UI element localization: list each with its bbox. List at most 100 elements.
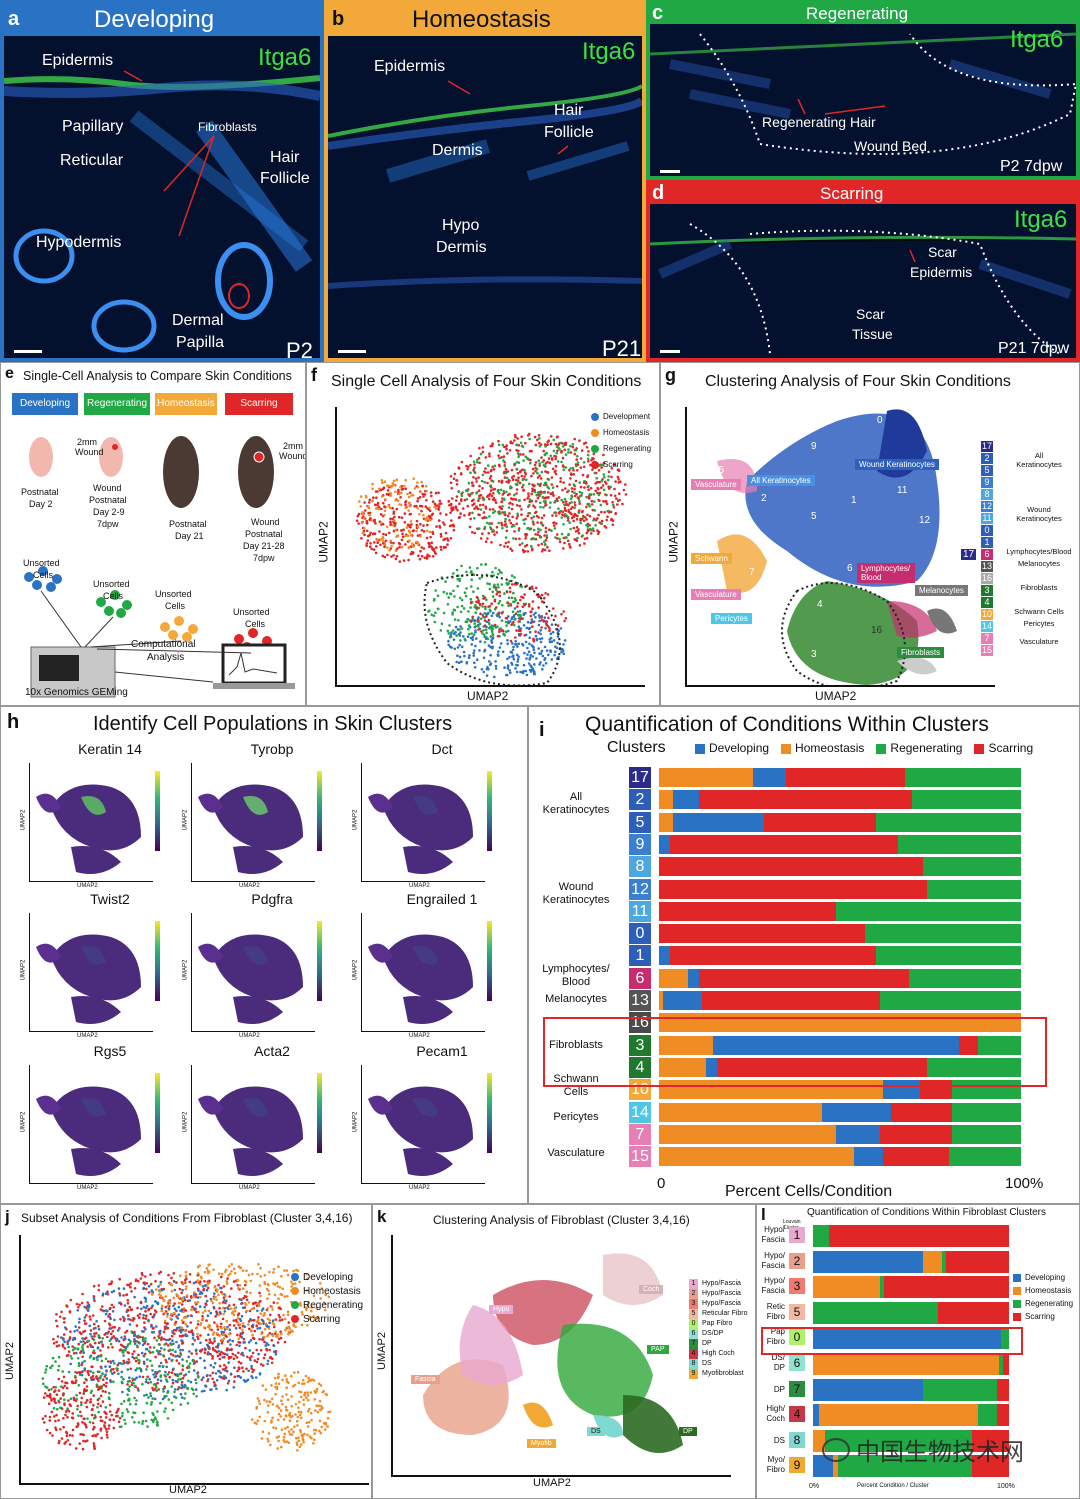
bar-segment-homeostasis bbox=[659, 790, 674, 810]
cell-point bbox=[577, 511, 581, 515]
feature-umap bbox=[198, 1086, 303, 1177]
axis-label: UMAP2 bbox=[409, 883, 430, 889]
colorbar bbox=[487, 771, 492, 851]
cell-point bbox=[170, 1276, 173, 1280]
feature-umap bbox=[36, 934, 141, 1025]
cell-point bbox=[282, 1313, 285, 1317]
mouse-2-l4: 7dpw bbox=[97, 519, 119, 529]
cell-point bbox=[274, 1427, 278, 1430]
cell-point bbox=[77, 1364, 81, 1367]
cell-point bbox=[92, 1371, 95, 1375]
cell-point bbox=[159, 1283, 162, 1286]
cluster-name-line: Fibro bbox=[766, 1337, 785, 1347]
cell-point bbox=[516, 514, 519, 518]
cell-point bbox=[95, 1383, 99, 1386]
cell-point bbox=[363, 501, 366, 504]
cell-point bbox=[257, 1263, 260, 1266]
cell-point bbox=[203, 1309, 207, 1312]
cell-point bbox=[85, 1314, 88, 1317]
cell-point bbox=[530, 474, 533, 478]
panel-f-letter: f bbox=[311, 365, 317, 385]
cell-point bbox=[423, 493, 427, 496]
cell-point bbox=[245, 1309, 248, 1313]
cell-point bbox=[243, 1295, 247, 1298]
cell-point bbox=[484, 605, 487, 609]
cell-point bbox=[531, 467, 535, 471]
cell-point bbox=[517, 620, 520, 623]
cell-point bbox=[154, 1384, 158, 1388]
cell-point bbox=[516, 601, 520, 605]
cell-point bbox=[511, 498, 514, 501]
cell-point bbox=[306, 1304, 310, 1307]
cell-point bbox=[498, 599, 502, 603]
cell-point bbox=[367, 511, 370, 515]
cell-point bbox=[544, 662, 548, 665]
scale-bar bbox=[660, 350, 680, 353]
cell-point bbox=[71, 1434, 74, 1437]
cell-point bbox=[530, 585, 534, 589]
cell-point bbox=[521, 445, 525, 448]
cell-point bbox=[312, 1379, 316, 1382]
panel-l-letter: l bbox=[761, 1205, 766, 1224]
bar-row bbox=[659, 1080, 1021, 1100]
cell-point bbox=[555, 522, 558, 525]
cell-point bbox=[555, 451, 558, 455]
cell-point bbox=[486, 665, 489, 669]
cell-point bbox=[232, 1324, 236, 1327]
cell-point bbox=[57, 1344, 61, 1347]
cell-point bbox=[429, 491, 433, 494]
cell-point bbox=[62, 1425, 65, 1429]
cell-point bbox=[501, 603, 504, 607]
cell-point bbox=[569, 451, 573, 454]
cell-point bbox=[596, 517, 599, 520]
cell-point bbox=[470, 643, 473, 646]
cell-point bbox=[517, 529, 521, 532]
cell-point bbox=[479, 508, 483, 511]
cell-point bbox=[472, 476, 475, 479]
cell-point bbox=[539, 629, 542, 632]
cell-point bbox=[99, 1419, 103, 1422]
label-dermal: Dermal bbox=[172, 312, 224, 329]
cell-point bbox=[203, 1366, 207, 1370]
panel-c-header bbox=[650, 4, 1076, 24]
cell-point bbox=[198, 1292, 202, 1295]
cell-point bbox=[166, 1304, 170, 1307]
cell-point bbox=[481, 602, 485, 606]
cell-point bbox=[156, 1378, 160, 1381]
cell-point bbox=[149, 1273, 152, 1276]
cell-point bbox=[93, 1335, 96, 1338]
analysis-label: Analysis bbox=[147, 652, 185, 663]
cell-point bbox=[281, 1402, 284, 1406]
cell-point bbox=[524, 534, 528, 538]
cluster-group-label-line: All bbox=[569, 791, 583, 803]
cell-point bbox=[267, 1343, 270, 1347]
cell-point bbox=[606, 509, 609, 513]
cluster-number-box: 9 bbox=[629, 833, 651, 855]
cell-point bbox=[497, 586, 500, 589]
wound-label-2b: Wound bbox=[279, 451, 306, 461]
cell-point bbox=[105, 1369, 108, 1372]
legend-label: DP bbox=[702, 1340, 712, 1347]
cell-point bbox=[546, 496, 550, 499]
cell-point bbox=[487, 618, 491, 622]
cell-point bbox=[134, 1359, 138, 1363]
cell-point bbox=[480, 575, 484, 579]
legend-swatch bbox=[1013, 1312, 1021, 1321]
cell-point bbox=[128, 1376, 131, 1379]
cell-point bbox=[392, 510, 396, 513]
cell-point bbox=[534, 533, 537, 536]
cell-point bbox=[530, 665, 533, 668]
cell-point bbox=[218, 1352, 222, 1356]
cell-point bbox=[140, 1271, 144, 1275]
cell-point bbox=[481, 532, 484, 535]
cell-point bbox=[67, 1370, 71, 1374]
cell-point bbox=[482, 670, 486, 674]
cell-point bbox=[573, 491, 576, 494]
cell-point bbox=[190, 1387, 194, 1390]
cell-point bbox=[72, 1352, 76, 1355]
cell-point bbox=[523, 651, 526, 655]
cell-point bbox=[65, 1304, 68, 1307]
cell-point bbox=[241, 1328, 244, 1332]
cluster-number-box: 14 bbox=[629, 1101, 651, 1123]
cell-point bbox=[179, 1392, 183, 1396]
